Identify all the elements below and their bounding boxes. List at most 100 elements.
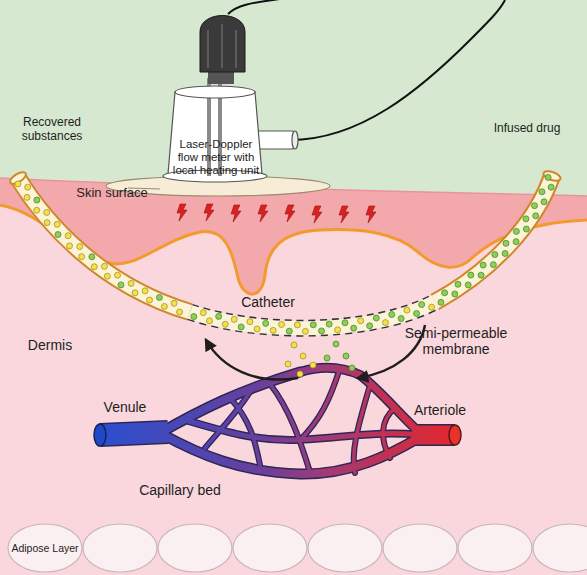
molecule-dot: [77, 244, 83, 250]
heat-bolt: [366, 206, 376, 223]
heat-bolts: [177, 204, 376, 223]
molecule-dot: [24, 194, 30, 200]
heat-bolt: [177, 204, 187, 221]
molecule-dot: [335, 327, 341, 333]
molecule-dot: [200, 310, 206, 316]
layer-label: Skin surface: [76, 186, 148, 201]
epidermis-layer: [0, 178, 587, 294]
catheter-wall: [435, 176, 552, 302]
molecule-dot: [492, 252, 498, 258]
heat-bolt: [204, 204, 214, 221]
part-label: Catheter: [241, 294, 295, 310]
molecule-dot: [539, 189, 545, 195]
heat-bolt: [312, 206, 322, 223]
molecule-dot: [286, 328, 292, 334]
molecule-dot: [104, 273, 110, 279]
molecule-dot: [279, 321, 285, 327]
molecule-dot: [319, 328, 325, 334]
side-tube-end: [292, 131, 298, 149]
molecule-dot: [171, 300, 177, 306]
molecule-dot: [442, 290, 448, 296]
cable: [228, 0, 285, 14]
capillary-vessel: [270, 384, 310, 472]
fat-cell: [458, 524, 532, 572]
fat-cell: [383, 524, 457, 572]
fat-cell: [308, 524, 382, 572]
fat-cell: [533, 524, 587, 572]
molecule-dot: [55, 232, 61, 238]
capillary-bed: [160, 368, 420, 474]
molecule-dot: [452, 291, 458, 297]
molecule-dot: [34, 197, 40, 203]
molecule-dot: [373, 315, 379, 321]
molecule-dot: [222, 321, 228, 327]
molecule-dot: [513, 228, 519, 234]
molecule-dot: [285, 361, 291, 367]
molecule-dot: [503, 240, 509, 246]
molecule-dot: [44, 209, 50, 215]
vessel-outline: [270, 384, 310, 472]
molecule-dot: [89, 254, 95, 260]
molecule-dot: [455, 281, 461, 287]
molecule-dot: [548, 184, 554, 190]
molecule-dot: [523, 226, 529, 232]
molecule-dot: [438, 299, 444, 305]
molecule-dot: [156, 294, 162, 300]
molecule-dot: [147, 297, 153, 303]
molecule-dot: [25, 184, 31, 190]
molecule-dot: [478, 272, 484, 278]
molecule-dot: [206, 318, 212, 324]
molecule-dot: [349, 365, 355, 371]
molecule-dot: [541, 199, 547, 205]
venule-vessel: [100, 432, 168, 435]
molecule-dot: [465, 282, 471, 288]
molecule-dot: [490, 262, 496, 268]
molecule-dot: [79, 254, 85, 260]
molecule-dot: [382, 320, 388, 326]
arteriole-opening: [449, 425, 461, 445]
molecule-dot: [310, 362, 316, 368]
head-groove: [208, 24, 236, 68]
molecule-dot: [91, 264, 97, 270]
molecule-dot: [513, 239, 519, 245]
molecule-dot: [101, 263, 107, 269]
air-region: [0, 0, 587, 196]
molecule-dot: [254, 326, 260, 332]
molecule-dot: [523, 216, 529, 222]
molecule-dot: [326, 321, 332, 327]
molecule-dot: [128, 280, 134, 286]
molecule-dot: [404, 307, 410, 313]
molecule-dot: [533, 213, 539, 219]
molecule-dot: [358, 318, 364, 324]
molecule-dot: [54, 221, 60, 227]
vessel-label: Arteriole: [414, 402, 466, 418]
molecule-dot: [389, 312, 395, 318]
molecule-dot: [342, 320, 348, 326]
molecule-dot: [15, 181, 21, 187]
heat-bolt: [339, 206, 349, 223]
molecule-dot: [297, 371, 303, 377]
molecule-dot: [398, 316, 404, 322]
molecule-dot: [65, 233, 71, 239]
molecule-dot: [367, 323, 373, 329]
molecule-dot: [115, 272, 121, 278]
fat-cell: [83, 524, 157, 572]
molecule-dot: [238, 324, 244, 330]
device-label: Laser-Doppler flow meter with local heat…: [169, 138, 263, 178]
molecule-dot: [132, 290, 138, 296]
molecule-dot: [177, 309, 183, 315]
molecule-dot: [468, 272, 474, 278]
layer-label: Adipose Layer: [11, 542, 78, 554]
molecule-dot: [161, 303, 167, 309]
molecule-dot: [419, 302, 425, 308]
heat-bolt: [231, 205, 241, 222]
capillary-outline: [160, 368, 420, 474]
fat-cell: [233, 524, 307, 572]
capillary-vessel: [230, 398, 260, 465]
molecule-dot: [270, 327, 276, 333]
probe-head: [200, 16, 245, 73]
molecule-dot: [324, 355, 330, 361]
molecule-dot: [414, 310, 420, 316]
probe-device: [106, 0, 505, 196]
molecule-dot: [532, 203, 538, 209]
